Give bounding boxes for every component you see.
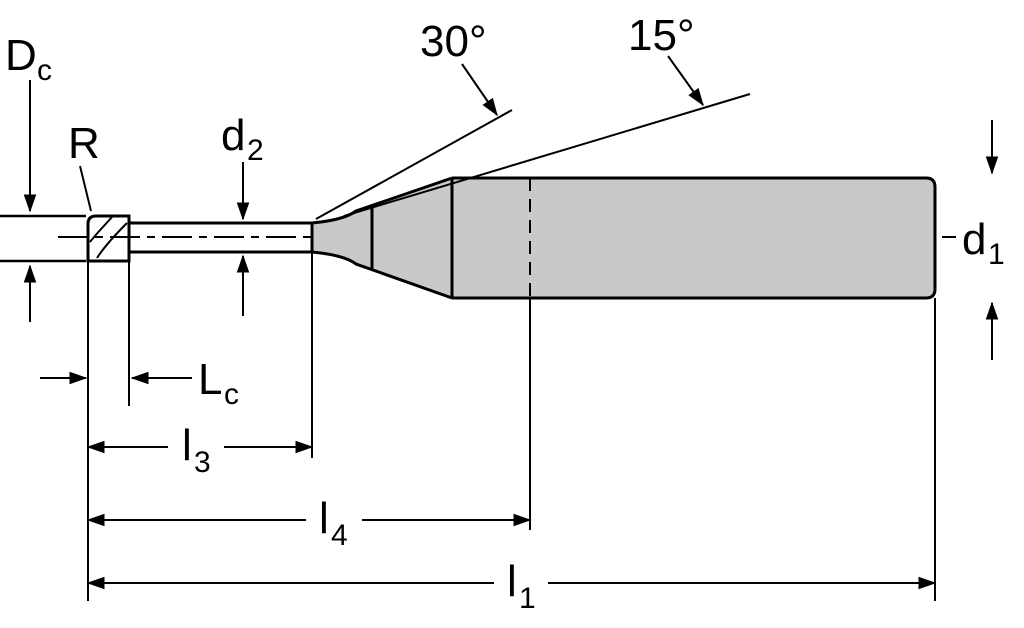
r-leader-line xyxy=(79,165,92,212)
label-l3-sub: 3 xyxy=(194,446,211,479)
angle15-construction-line xyxy=(343,93,751,217)
label-l4-main: l xyxy=(319,494,329,543)
taper-bottom-edge xyxy=(311,250,453,300)
label-l3-main: l xyxy=(182,421,192,470)
tool-tip xyxy=(86,214,131,263)
label-dc-sub: c xyxy=(37,54,52,87)
label-angle30: 30° xyxy=(420,17,487,66)
label-d1-main: d xyxy=(962,215,986,264)
label-l1-main: l xyxy=(507,557,517,606)
dimension-lc: L c xyxy=(40,355,239,411)
label-d2-main: d xyxy=(221,111,245,160)
d1-label-backing xyxy=(956,212,1016,262)
dimension-dc: D c xyxy=(5,31,52,322)
dimension-d1: d 1 xyxy=(956,120,1016,360)
dimension-l3: l 3 xyxy=(86,421,314,479)
label-dc-main: D xyxy=(5,31,37,80)
angle15-arrow xyxy=(667,55,704,107)
label-d1-sub: 1 xyxy=(988,238,1005,271)
dimension-r: R xyxy=(68,119,100,212)
dimension-d2: d 2 xyxy=(221,111,264,316)
label-l1-sub: 1 xyxy=(519,582,536,615)
taper-top-edge xyxy=(311,176,453,225)
label-angle15: 15° xyxy=(628,11,695,60)
shank-outline xyxy=(452,176,937,300)
angle30-construction-line xyxy=(315,109,513,220)
dimension-angle30: 30° xyxy=(420,17,498,117)
dimension-l4: l 4 xyxy=(86,494,532,552)
angle30-arrow xyxy=(461,63,498,117)
dimension-l1: l 1 xyxy=(86,557,937,615)
label-lc-main: L xyxy=(198,355,222,404)
label-l4-sub: 4 xyxy=(331,519,348,552)
label-r: R xyxy=(68,119,100,168)
dimension-angle15: 15° xyxy=(628,11,704,107)
label-d2-sub: 2 xyxy=(247,134,264,167)
tip-flute-line-1 xyxy=(96,222,128,259)
tool-shank-fill xyxy=(312,178,935,298)
tip-flute-line-2 xyxy=(89,216,113,243)
label-lc-sub: c xyxy=(224,378,239,411)
